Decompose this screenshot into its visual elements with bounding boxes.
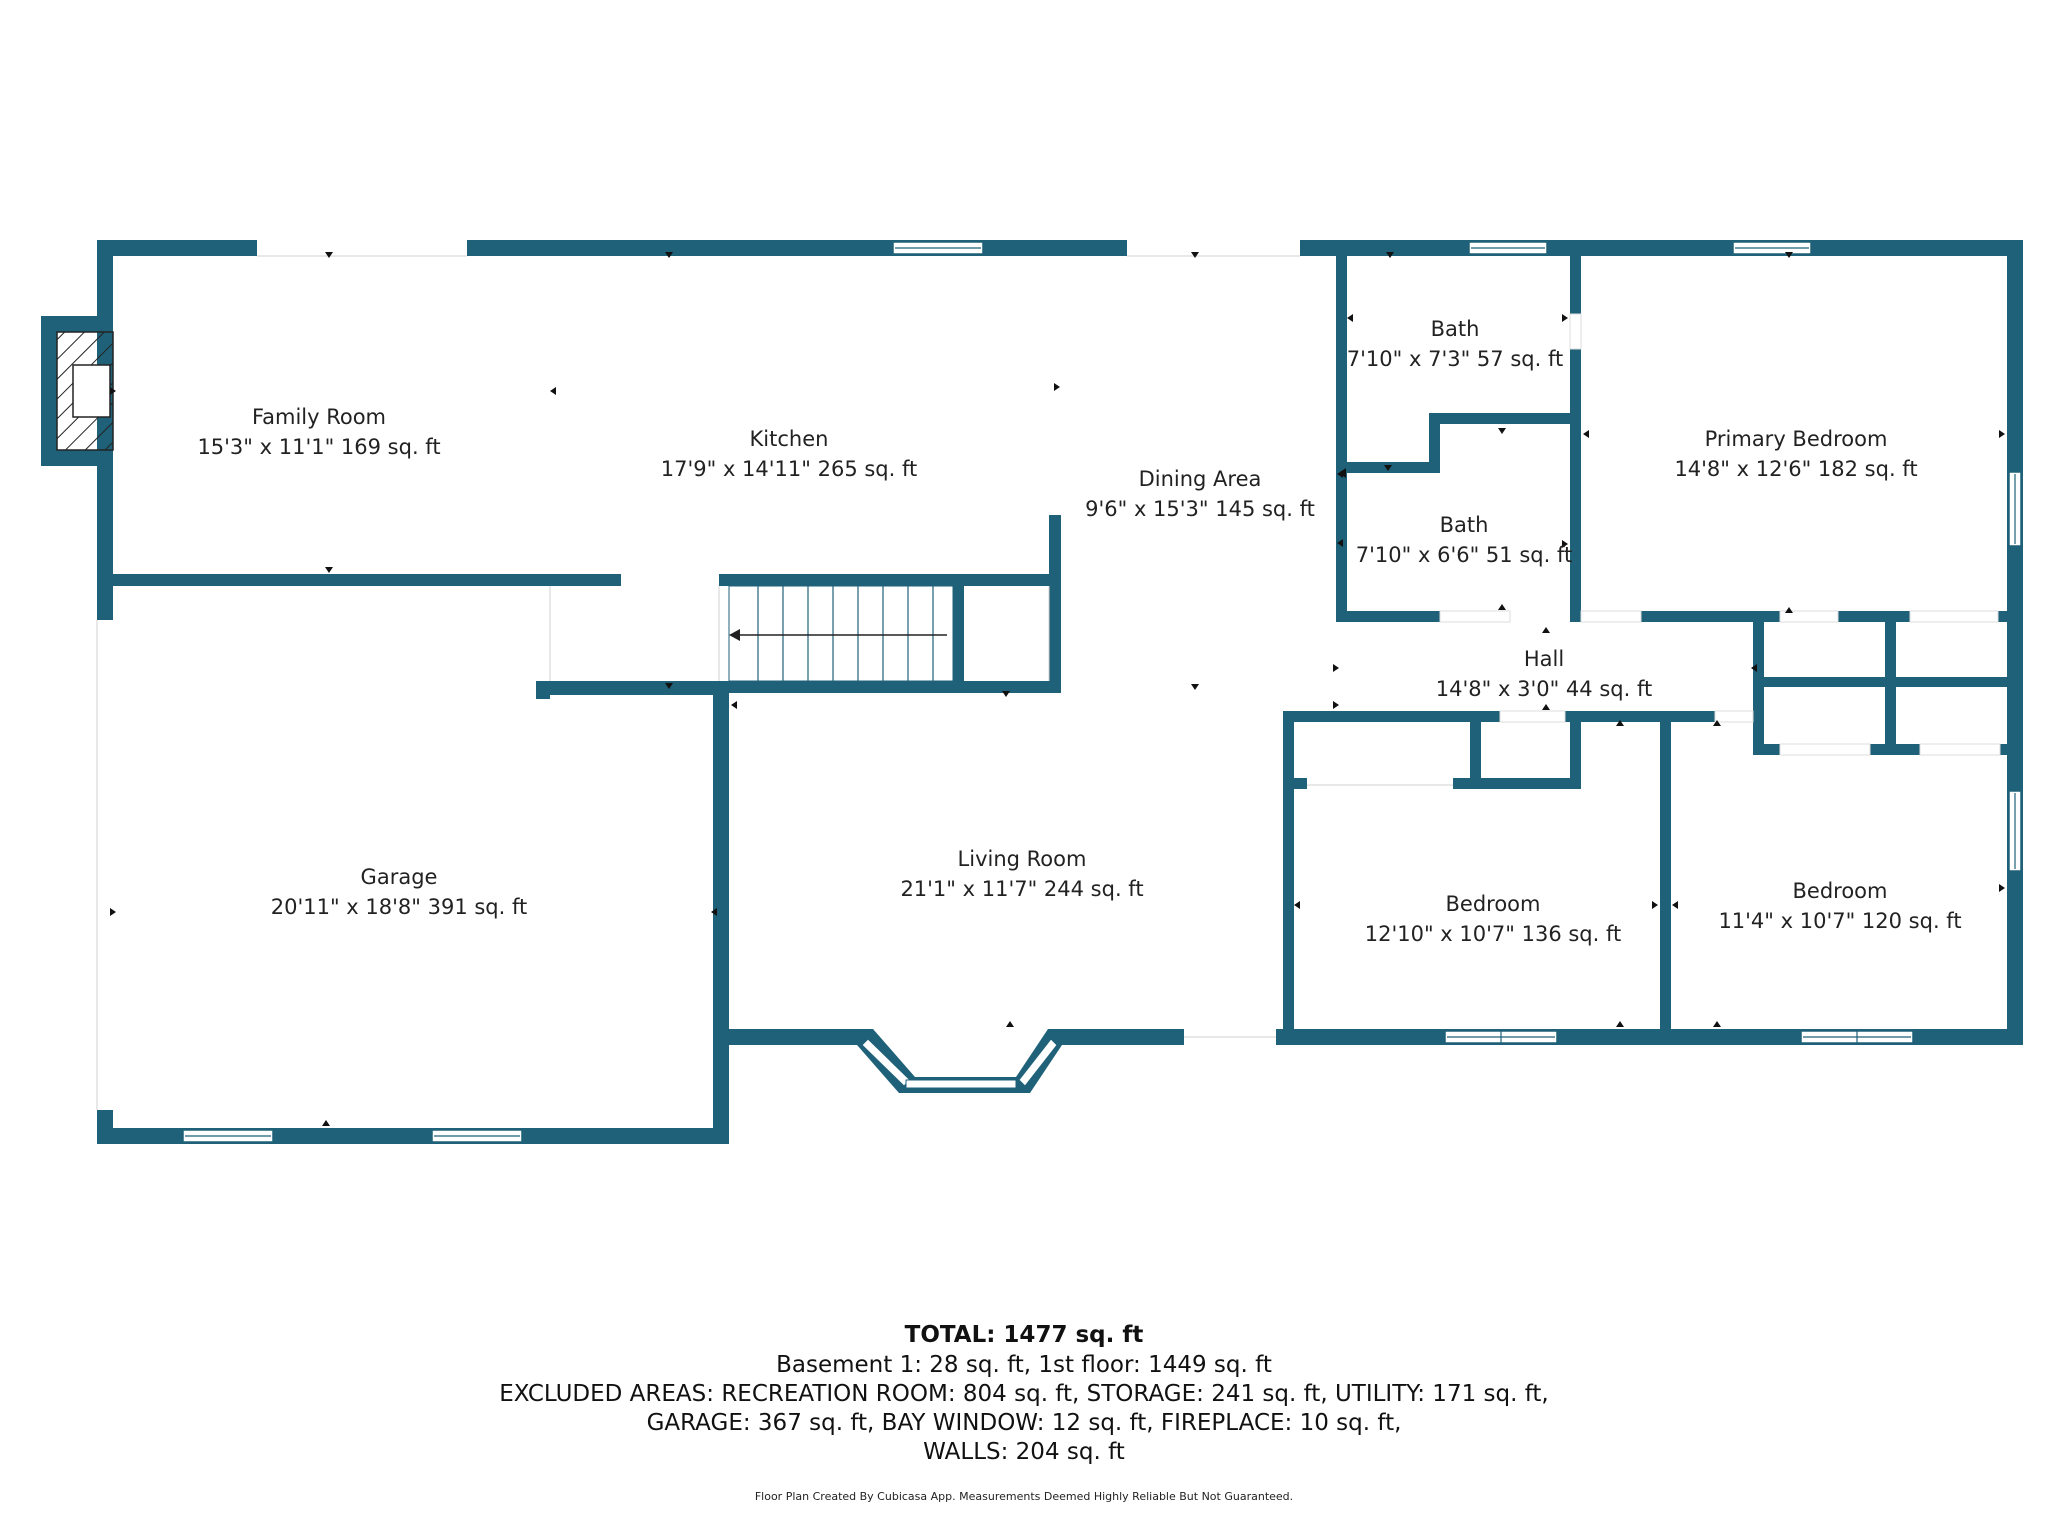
room-dims-bath-upper: 7'10" x 7'3" 57 sq. ft	[1347, 347, 1563, 371]
wall	[713, 1029, 857, 1045]
disclaimer-footer: Floor Plan Created By Cubicasa App. Meas…	[754, 1490, 1294, 1503]
room-name-bath-lower: Bath	[1440, 513, 1489, 537]
room-name-bath-upper: Bath	[1431, 317, 1480, 341]
wall	[536, 681, 550, 699]
room-name-garage: Garage	[361, 865, 438, 889]
wall	[1570, 349, 1581, 622]
wall	[1885, 611, 1896, 755]
doors	[1439, 313, 2001, 756]
room-name-kitchen: Kitchen	[750, 427, 829, 451]
total-area: TOTAL: 1477 sq. ft	[904, 1322, 1144, 1348]
wall	[467, 240, 1127, 256]
wall	[1336, 611, 1446, 622]
wall	[1429, 413, 1581, 424]
room-name-family-room: Family Room	[252, 405, 386, 429]
staircase	[728, 585, 954, 682]
wall	[719, 574, 1059, 586]
wall	[719, 681, 1059, 693]
room-dims-living-room: 21'1" x 11'7" 244 sq. ft	[900, 877, 1143, 901]
wall	[1660, 711, 1671, 1045]
fireplace	[56, 331, 114, 451]
dimension-markers	[110, 252, 2005, 1126]
room-dims-dining-area: 9'6" x 15'3" 145 sq. ft	[1085, 497, 1315, 521]
wall	[1062, 1029, 1184, 1045]
excluded-areas-line: GARAGE: 367 sq. ft, BAY WINDOW: 12 sq. f…	[646, 1410, 1402, 1436]
floor-breakdown: Basement 1: 28 sq. ft, 1st floor: 1449 s…	[776, 1352, 1272, 1378]
wall	[1300, 240, 2023, 256]
room-dims-garage: 20'11" x 18'8" 391 sq. ft	[271, 895, 527, 919]
wall	[41, 316, 113, 332]
bay-window	[857, 1029, 1062, 1093]
room-dims-bedroom-right: 11'4" x 10'7" 120 sq. ft	[1718, 909, 1961, 933]
openings	[96, 255, 1453, 1110]
wall	[713, 695, 729, 1144]
room-dims-bath-lower: 7'10" x 6'6" 51 sq. ft	[1356, 543, 1572, 567]
room-dims-primary-bedroom: 14'8" x 12'6" 182 sq. ft	[1674, 457, 1917, 481]
wall	[1470, 711, 1481, 789]
wall	[1429, 413, 1440, 473]
wall	[536, 681, 729, 695]
wall	[97, 240, 257, 256]
wall	[1283, 711, 1294, 1045]
room-name-living-room: Living Room	[958, 847, 1087, 871]
windows	[182, 241, 2022, 1143]
wall	[953, 574, 964, 693]
wall	[1453, 778, 1581, 789]
walls-area: WALLS: 204 sq. ft	[923, 1439, 1125, 1465]
summary-block: Basement 1: 28 sq. ft, 1st floor: 1449 s…	[0, 1351, 2048, 1467]
wall	[2007, 240, 2023, 1045]
room-dims-family-room: 15'3" x 11'1" 169 sq. ft	[197, 435, 440, 459]
wall	[41, 316, 57, 466]
wall	[1570, 240, 1581, 314]
wall	[41, 450, 113, 466]
room-dims-kitchen: 17'9" x 14'11" 265 sq. ft	[661, 457, 917, 481]
wall	[1753, 744, 2023, 755]
room-dims-hall: 14'8" x 3'0" 44 sq. ft	[1436, 677, 1652, 701]
room-name-dining-area: Dining Area	[1139, 467, 1262, 491]
wall	[1049, 515, 1061, 693]
room-name-primary-bedroom: Primary Bedroom	[1705, 427, 1888, 451]
room-name-bedroom-left: Bedroom	[1446, 892, 1541, 916]
room-labels: Family Room 15'3" x 11'1" 169 sq. ft Kit…	[197, 317, 1961, 946]
room-name-hall: Hall	[1524, 647, 1564, 671]
excluded-areas-line: EXCLUDED AREAS: RECREATION ROOM: 804 sq.…	[499, 1381, 1549, 1407]
room-dims-bedroom-left: 12'10" x 10'7" 136 sq. ft	[1365, 922, 1621, 946]
wall	[1336, 240, 1347, 622]
room-name-bedroom-right: Bedroom	[1793, 879, 1888, 903]
wall	[97, 574, 621, 586]
wall	[1283, 778, 1307, 789]
wall	[1570, 711, 1581, 789]
